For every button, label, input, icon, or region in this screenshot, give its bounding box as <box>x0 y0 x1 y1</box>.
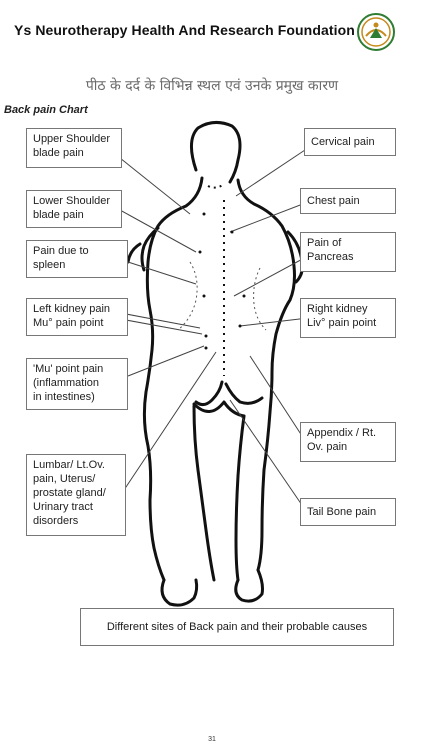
label-lower-shoulder-blade-pain: Lower Shoulder blade pain <box>26 190 122 228</box>
page-header: Ys Neurotherapy Health And Research Foun… <box>0 0 424 62</box>
label-right-kidney-pain: Right kidney Liv° pain point <box>300 298 396 338</box>
body-outline <box>126 121 304 607</box>
label-spleen-pain: Pain due to spleen <box>26 240 128 278</box>
label-chest-pain: Chest pain <box>300 188 396 214</box>
ys-foundation-logo-icon <box>357 13 395 51</box>
diagram-caption: Different sites of Back pain and their p… <box>80 608 394 646</box>
label-upper-shoulder-blade-pain: Upper Shoulder blade pain <box>26 128 122 168</box>
label-pancreas-pain: Pain of Pancreas <box>300 232 396 272</box>
chart-label: Back pain Chart <box>4 104 88 116</box>
label-left-kidney-pain: Left kidney pain Mu° pain point <box>26 298 128 336</box>
page-number: 31 <box>208 736 216 743</box>
label-tail-bone-pain: Tail Bone pain <box>300 498 396 526</box>
organization-name: Ys Neurotherapy Health And Research Foun… <box>14 22 355 38</box>
label-cervical-pain: Cervical pain <box>304 128 396 156</box>
hindi-title: पीठ के दर्द के विभिन्न स्थल एवं उनके प्र… <box>85 78 339 94</box>
label-mu-point-pain: 'Mu' point pain (inflammation in intesti… <box>26 358 128 410</box>
label-lumbar-pain: Lumbar/ Lt.Ov. pain, Uterus/ prostate gl… <box>26 454 126 536</box>
pointer-lines <box>119 147 309 509</box>
label-appendix-pain: Appendix / Rt. Ov. pain <box>300 422 396 462</box>
